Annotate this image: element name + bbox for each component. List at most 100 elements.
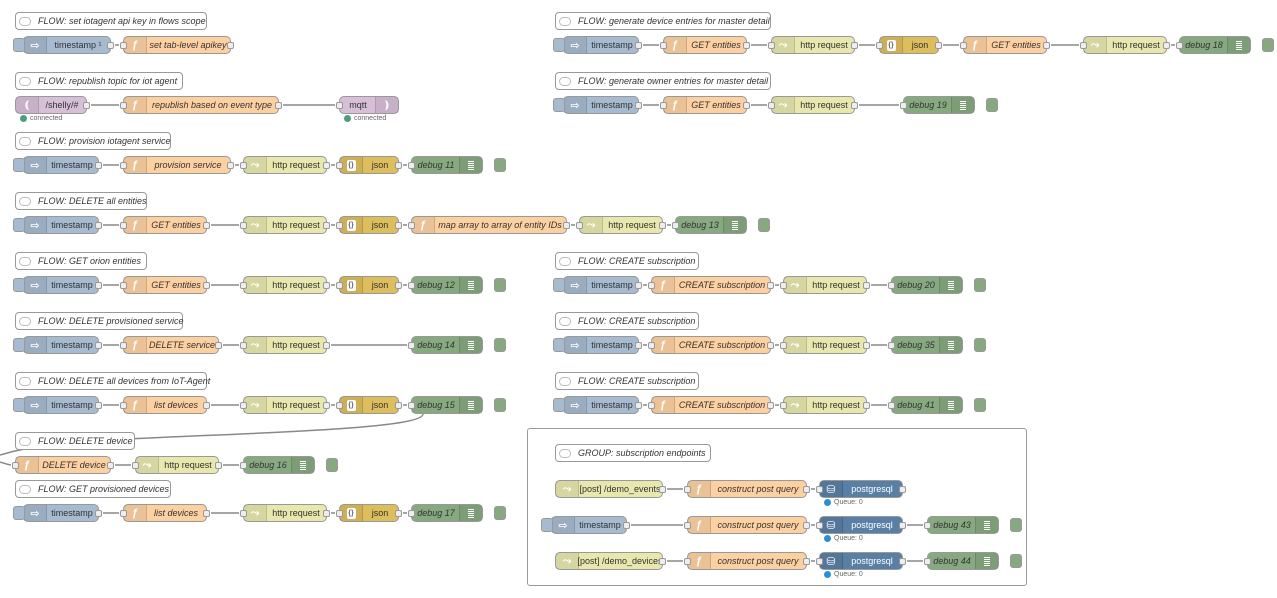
output-port[interactable] bbox=[635, 342, 642, 349]
inject-node-timestamp-delete-all-entities[interactable]: ⇨timestamp bbox=[23, 216, 102, 234]
input-port[interactable] bbox=[648, 402, 655, 409]
debug-node-19[interactable]: debug 19 bbox=[900, 96, 975, 114]
debug-toggle-button[interactable] bbox=[1010, 518, 1022, 532]
inject-node-timestamp-subscription-1[interactable]: ⇨timestamp bbox=[563, 276, 642, 294]
http-request-node-owners[interactable]: ⤳http request bbox=[768, 96, 858, 114]
debug-node-12[interactable]: debug 12 bbox=[408, 276, 483, 294]
json-node-provision[interactable]: {}json bbox=[336, 156, 402, 174]
json-node-orion[interactable]: {}json bbox=[336, 276, 402, 294]
http-request-node-subscription-2[interactable]: ⤳http request bbox=[780, 336, 870, 354]
output-port[interactable] bbox=[659, 558, 666, 565]
http-request-node-list-devices[interactable]: ⤳http request bbox=[240, 396, 330, 414]
output-port[interactable] bbox=[635, 402, 642, 409]
output-port[interactable] bbox=[395, 402, 402, 409]
output-port[interactable] bbox=[323, 510, 330, 517]
output-port[interactable] bbox=[803, 558, 810, 565]
inject-node-timestamp-device-entries[interactable]: ⇨timestamp bbox=[563, 36, 642, 54]
input-port[interactable] bbox=[888, 402, 895, 409]
inject-node-timestamp-get-orion[interactable]: ⇨timestamp bbox=[23, 276, 102, 294]
output-port[interactable] bbox=[95, 402, 102, 409]
debug-toggle-button[interactable] bbox=[974, 398, 986, 412]
input-port[interactable] bbox=[120, 510, 127, 517]
output-port[interactable] bbox=[395, 222, 402, 229]
output-port[interactable] bbox=[1043, 42, 1050, 49]
group-comment-subscription-endpoints[interactable]: GROUP: subscription endpoints bbox=[555, 444, 711, 462]
flow-comment-delete-device[interactable]: FLOW: DELETE device bbox=[15, 432, 135, 450]
debug-node-15[interactable]: debug 15 bbox=[408, 396, 483, 414]
input-port[interactable] bbox=[660, 42, 667, 49]
debug-toggle-button[interactable] bbox=[974, 338, 986, 352]
debug-node-11[interactable]: debug 11 bbox=[408, 156, 483, 174]
input-port[interactable] bbox=[660, 102, 667, 109]
debug-node-14[interactable]: debug 14 bbox=[408, 336, 483, 354]
debug-toggle-button[interactable] bbox=[974, 278, 986, 292]
input-port[interactable] bbox=[240, 510, 247, 517]
http-request-node-delete-service[interactable]: ⤳http request bbox=[240, 336, 330, 354]
input-port[interactable] bbox=[132, 462, 139, 469]
input-port[interactable] bbox=[816, 522, 823, 529]
output-port[interactable] bbox=[851, 42, 858, 49]
debug-node-18[interactable]: debug 18 bbox=[1176, 36, 1251, 54]
output-port[interactable] bbox=[323, 162, 330, 169]
http-request-node-provision[interactable]: ⤳http request bbox=[240, 156, 330, 174]
output-port[interactable] bbox=[1163, 42, 1170, 49]
input-port[interactable] bbox=[120, 102, 127, 109]
input-port[interactable] bbox=[240, 342, 247, 349]
debug-toggle-button[interactable] bbox=[494, 506, 506, 520]
inject-node-timestamp-provision[interactable]: ⇨timestamp bbox=[23, 156, 102, 174]
json-node-provisioned-devices[interactable]: {}json bbox=[336, 504, 402, 522]
json-node-devices[interactable]: {}json bbox=[876, 36, 942, 54]
input-port[interactable] bbox=[120, 222, 127, 229]
inject-node-timestamp-group[interactable]: ⇨timestamp bbox=[551, 516, 630, 534]
debug-toggle-button[interactable] bbox=[494, 278, 506, 292]
input-port[interactable] bbox=[1080, 42, 1087, 49]
http-request-node-subscription-3[interactable]: ⤳http request bbox=[780, 396, 870, 414]
debug-node-16[interactable]: debug 16 bbox=[240, 456, 315, 474]
wire-offscreen-in[interactable] bbox=[0, 461, 12, 466]
postgresql-node-3[interactable]: ⛁postgresql bbox=[816, 552, 906, 570]
debug-toggle-button[interactable] bbox=[1262, 38, 1274, 52]
output-port[interactable] bbox=[899, 558, 906, 565]
output-port[interactable] bbox=[395, 162, 402, 169]
inject-node-timestamp-1[interactable]: ⇨timestamp ¹ bbox=[23, 36, 114, 54]
output-port[interactable] bbox=[323, 222, 330, 229]
output-port[interactable] bbox=[227, 42, 234, 49]
debug-toggle-button[interactable] bbox=[494, 338, 506, 352]
output-port[interactable] bbox=[863, 402, 870, 409]
flow-comment-set-api-key[interactable]: FLOW: set iotagent api key in flows scop… bbox=[15, 12, 207, 30]
input-port[interactable] bbox=[336, 510, 343, 517]
output-port[interactable] bbox=[107, 42, 114, 49]
inject-trigger-button[interactable] bbox=[13, 278, 25, 292]
input-port[interactable] bbox=[960, 42, 967, 49]
output-port[interactable] bbox=[803, 522, 810, 529]
input-port[interactable] bbox=[336, 102, 343, 109]
input-port[interactable] bbox=[240, 162, 247, 169]
inject-trigger-button[interactable] bbox=[553, 38, 565, 52]
output-port[interactable] bbox=[203, 402, 210, 409]
input-port[interactable] bbox=[576, 222, 583, 229]
output-port[interactable] bbox=[659, 222, 666, 229]
input-port[interactable] bbox=[648, 282, 655, 289]
http-request-node-devices-2[interactable]: ⤳http request bbox=[1080, 36, 1170, 54]
debug-toggle-button[interactable] bbox=[326, 458, 338, 472]
http-request-node-devices-1[interactable]: ⤳http request bbox=[768, 36, 858, 54]
http-request-node-subscription-1[interactable]: ⤳http request bbox=[780, 276, 870, 294]
inject-trigger-button[interactable] bbox=[13, 398, 25, 412]
postgresql-node-2[interactable]: ⛁postgresql bbox=[816, 516, 906, 534]
input-port[interactable] bbox=[408, 402, 415, 409]
input-port[interactable] bbox=[780, 402, 787, 409]
inject-node-timestamp-subscription-3[interactable]: ⇨timestamp bbox=[563, 396, 642, 414]
inject-trigger-button[interactable] bbox=[553, 98, 565, 112]
output-port[interactable] bbox=[899, 486, 906, 493]
flow-comment-generate-device-entries[interactable]: FLOW: generate device entries for master… bbox=[555, 12, 771, 30]
input-port[interactable] bbox=[240, 222, 247, 229]
